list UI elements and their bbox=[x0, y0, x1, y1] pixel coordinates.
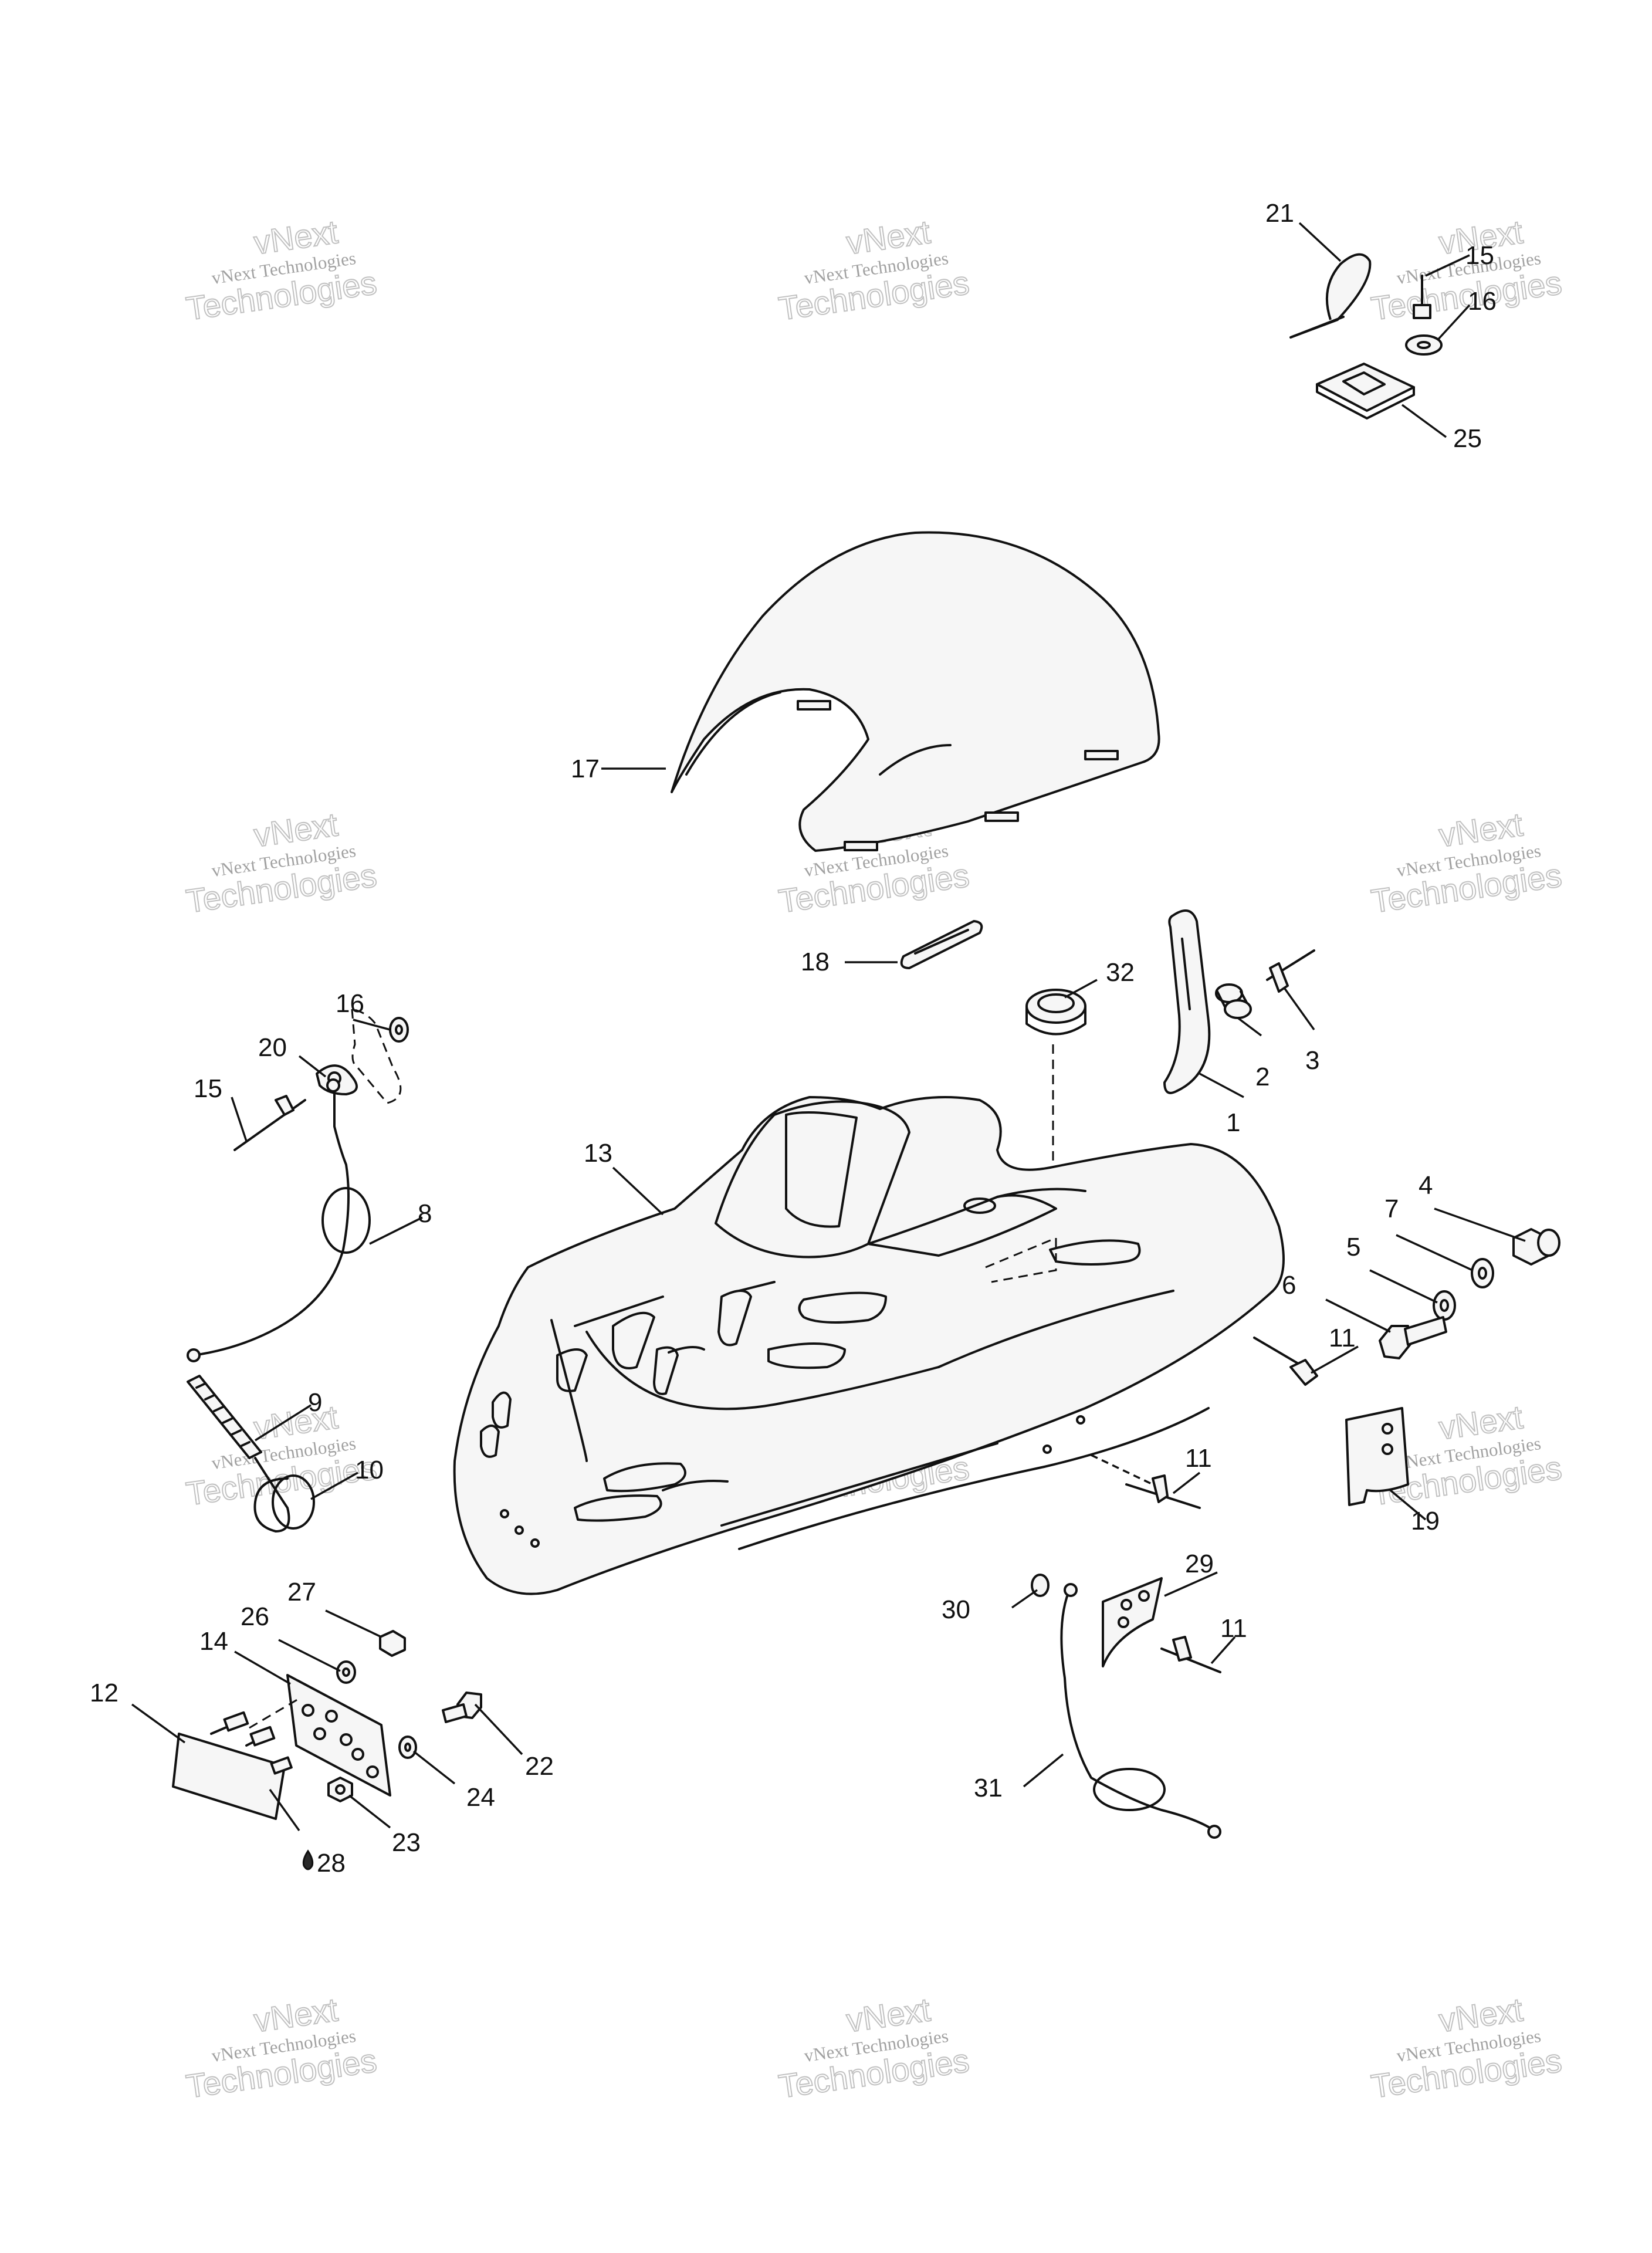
rivet-15-top bbox=[1413, 275, 1431, 319]
callout-17: 17 bbox=[571, 755, 600, 783]
callout-21: 21 bbox=[1265, 199, 1294, 228]
rivet-11-mid bbox=[1125, 1474, 1201, 1509]
cable-31 bbox=[1060, 1583, 1221, 1839]
callout-5: 5 bbox=[1346, 1233, 1360, 1261]
callout-19: 19 bbox=[1411, 1507, 1440, 1535]
watermark: vNext vNext Technologies Technologies bbox=[1368, 805, 1564, 921]
callout-18: 18 bbox=[801, 948, 830, 976]
washer-24 bbox=[398, 1736, 417, 1759]
callout-29: 29 bbox=[1185, 1550, 1214, 1578]
callout-25: 25 bbox=[1453, 424, 1482, 453]
rivet-3 bbox=[1266, 949, 1315, 993]
nut-23 bbox=[327, 1777, 353, 1802]
cable-tie-21 bbox=[1289, 253, 1372, 339]
leader-lines bbox=[131, 222, 1526, 1832]
callout-16: 16 bbox=[1468, 287, 1497, 316]
callout-14: 14 bbox=[199, 1627, 228, 1656]
handle-1 bbox=[1163, 909, 1211, 1094]
callout-28: 28 bbox=[317, 1849, 346, 1877]
callout-20: 20 bbox=[258, 1033, 287, 1062]
rivet-15-left bbox=[233, 1095, 306, 1151]
callout-15: 15 bbox=[1465, 241, 1494, 270]
callout-1: 1 bbox=[1226, 1108, 1240, 1137]
callout-32: 32 bbox=[1106, 958, 1135, 987]
callout-30: 30 bbox=[942, 1595, 970, 1624]
tie-mount-25 bbox=[1316, 363, 1415, 420]
plate-29 bbox=[1102, 1577, 1163, 1667]
bracket-14 bbox=[286, 1674, 391, 1797]
washer-26 bbox=[336, 1660, 356, 1684]
watermark: vNext vNext Technologies Technologies bbox=[1368, 1990, 1564, 2106]
spring-9 bbox=[187, 1375, 262, 1459]
callout-22: 22 bbox=[525, 1752, 554, 1781]
bracket-20-dashed bbox=[351, 1008, 402, 1104]
watermark: vNext vNext Technologies Technologies bbox=[183, 805, 379, 921]
callout-9: 9 bbox=[308, 1388, 322, 1417]
washer-5 bbox=[1433, 1290, 1456, 1321]
callout-11c: 11 bbox=[1220, 1614, 1247, 1643]
lanyard-10 bbox=[253, 1457, 315, 1533]
grommet-32 bbox=[1025, 989, 1086, 1036]
bolt-6 bbox=[1379, 1316, 1447, 1359]
callout-16-left: 16 bbox=[336, 989, 364, 1018]
callout-2: 2 bbox=[1255, 1063, 1270, 1091]
plate-12 bbox=[172, 1711, 293, 1820]
hood-13 bbox=[453, 1096, 1285, 1595]
bolt-22 bbox=[442, 1692, 482, 1723]
watermark: vNext vNext Technologies Technologies bbox=[183, 1990, 379, 2106]
assembly-line-14 bbox=[249, 1697, 300, 1729]
assembly-line-11 bbox=[1091, 1454, 1153, 1486]
nut-4 bbox=[1512, 1228, 1560, 1266]
callout-11a: 11 bbox=[1329, 1324, 1356, 1352]
plate-19 bbox=[1345, 1407, 1409, 1506]
callout-15-left: 15 bbox=[194, 1074, 222, 1103]
callout-8: 8 bbox=[418, 1199, 432, 1228]
washer-7 bbox=[1471, 1258, 1494, 1288]
callout-3: 3 bbox=[1305, 1046, 1319, 1075]
watermark: vNext vNext Technologies Technologies bbox=[183, 212, 379, 328]
callout-4: 4 bbox=[1419, 1171, 1433, 1200]
callout-27: 27 bbox=[287, 1578, 316, 1606]
callout-7: 7 bbox=[1384, 1195, 1399, 1223]
threadlocker-28 bbox=[302, 1849, 314, 1870]
watermark: vNext vNext Technologies Technologies bbox=[776, 212, 971, 328]
trim-18 bbox=[900, 920, 983, 969]
watermark: vNext vNext Technologies Technologies bbox=[1368, 212, 1564, 328]
callout-23: 23 bbox=[392, 1828, 421, 1857]
spacer-2 bbox=[1215, 983, 1252, 1019]
rivet-11-right bbox=[1253, 1337, 1318, 1386]
console-dash bbox=[985, 1236, 1057, 1283]
callout-11b: 11 bbox=[1185, 1444, 1212, 1473]
callout-26: 26 bbox=[241, 1602, 269, 1631]
callout-12: 12 bbox=[90, 1679, 119, 1707]
rivet-11-lower bbox=[1160, 1636, 1221, 1673]
watermark: vNext vNext Technologies Technologies bbox=[776, 1990, 971, 2106]
callout-10: 10 bbox=[355, 1456, 384, 1484]
callout-31: 31 bbox=[974, 1774, 1003, 1802]
callout-6: 6 bbox=[1282, 1271, 1296, 1300]
washer-16-left bbox=[389, 1017, 409, 1043]
windshield-17 bbox=[671, 531, 1160, 852]
callout-24: 24 bbox=[466, 1783, 495, 1812]
callout-labels: 21 15 16 25 17 18 32 2 3 1 13 4 7 5 6 11… bbox=[90, 199, 1497, 1877]
washer-16-top bbox=[1405, 334, 1443, 356]
cable-8 bbox=[187, 1078, 371, 1362]
callout-13: 13 bbox=[584, 1139, 612, 1168]
nut-27 bbox=[379, 1630, 406, 1657]
